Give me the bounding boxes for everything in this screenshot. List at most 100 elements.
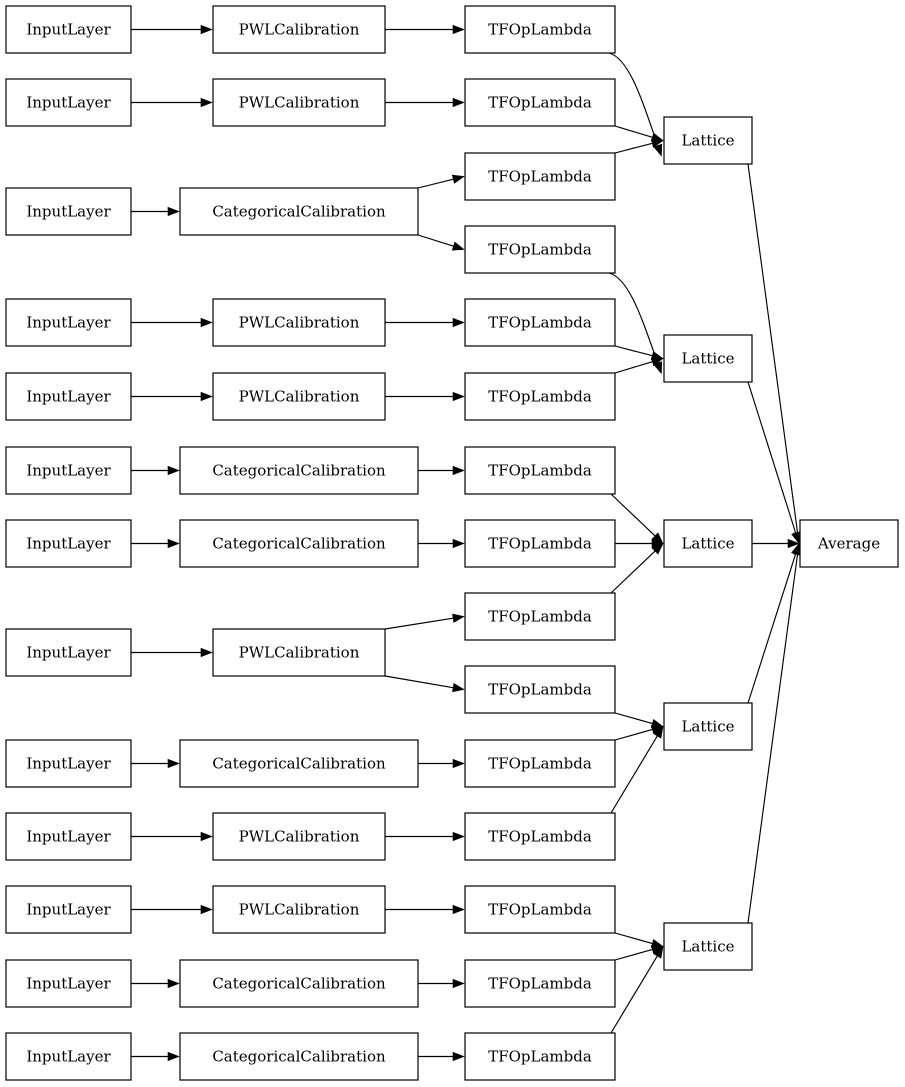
edge-line bbox=[614, 361, 653, 374]
node-box[interactable] bbox=[212, 298, 386, 347]
node-input-layer-in5[interactable]: InputLayer bbox=[5, 372, 132, 421]
node-box[interactable] bbox=[663, 334, 753, 383]
node-tfop-lambda-op2[interactable]: TFOpLambda bbox=[464, 78, 616, 127]
node-categorical-calibration-cal13[interactable]: CategoricalCalibration bbox=[179, 1032, 419, 1081]
node-box[interactable] bbox=[5, 78, 132, 127]
node-box[interactable] bbox=[464, 812, 616, 861]
node-box[interactable] bbox=[464, 885, 616, 934]
node-categorical-calibration-cal9[interactable]: CategoricalCalibration bbox=[179, 739, 419, 788]
node-box[interactable] bbox=[464, 225, 616, 274]
node-box[interactable] bbox=[799, 519, 899, 568]
node-box[interactable] bbox=[464, 298, 616, 347]
node-tfop-lambda-op10[interactable]: TFOpLambda bbox=[464, 665, 616, 714]
node-pwlcalibration-cal11[interactable]: PWLCalibration bbox=[212, 885, 386, 934]
node-box[interactable] bbox=[212, 812, 386, 861]
node-lattice-lat4[interactable]: Lattice bbox=[663, 702, 753, 751]
node-tfop-lambda-op7[interactable]: TFOpLambda bbox=[464, 446, 616, 495]
node-pwlcalibration-cal8[interactable]: PWLCalibration bbox=[212, 628, 386, 677]
node-box[interactable] bbox=[5, 959, 132, 1008]
node-tfop-lambda-op9[interactable]: TFOpLambda bbox=[464, 592, 616, 641]
node-box[interactable] bbox=[179, 446, 419, 495]
node-lattice-lat5[interactable]: Lattice bbox=[663, 922, 753, 971]
node-box[interactable] bbox=[464, 739, 616, 788]
node-input-layer-in9[interactable]: InputLayer bbox=[5, 739, 132, 788]
node-lattice-lat3[interactable]: Lattice bbox=[663, 519, 753, 568]
node-box[interactable] bbox=[464, 665, 616, 714]
edge-line bbox=[614, 948, 653, 961]
edge-tfop-lambda-to-lattice bbox=[610, 725, 664, 814]
node-box[interactable] bbox=[5, 446, 132, 495]
node-input-layer-in13[interactable]: InputLayer bbox=[5, 1032, 132, 1081]
arrowhead-icon bbox=[452, 831, 465, 842]
node-box[interactable] bbox=[464, 592, 616, 641]
node-tfop-lambda-op1[interactable]: TFOpLambda bbox=[464, 5, 616, 54]
node-input-layer-in6[interactable]: InputLayer bbox=[5, 446, 132, 495]
node-tfop-lambda-op8[interactable]: TFOpLambda bbox=[464, 519, 616, 568]
node-box[interactable] bbox=[212, 885, 386, 934]
node-tfop-lambda-op5[interactable]: TFOpLambda bbox=[464, 298, 616, 347]
node-box[interactable] bbox=[464, 519, 616, 568]
node-box[interactable] bbox=[179, 187, 419, 236]
node-box[interactable] bbox=[464, 5, 616, 54]
node-pwlcalibration-cal1[interactable]: PWLCalibration bbox=[212, 5, 386, 54]
node-input-layer-in7[interactable]: InputLayer bbox=[5, 519, 132, 568]
node-box[interactable] bbox=[5, 812, 132, 861]
node-box[interactable] bbox=[5, 372, 132, 421]
node-box[interactable] bbox=[5, 885, 132, 934]
node-box[interactable] bbox=[5, 739, 132, 788]
node-input-layer-in4[interactable]: InputLayer bbox=[5, 298, 132, 347]
node-box[interactable] bbox=[5, 628, 132, 677]
node-input-layer-in10[interactable]: InputLayer bbox=[5, 812, 132, 861]
node-tfop-lambda-op4[interactable]: TFOpLambda bbox=[464, 225, 616, 274]
node-pwlcalibration-cal10[interactable]: PWLCalibration bbox=[212, 812, 386, 861]
node-box[interactable] bbox=[464, 1032, 616, 1081]
node-categorical-calibration-cal7[interactable]: CategoricalCalibration bbox=[179, 519, 419, 568]
node-box[interactable] bbox=[464, 78, 616, 127]
node-box[interactable] bbox=[663, 116, 753, 165]
node-input-layer-in2[interactable]: InputLayer bbox=[5, 78, 132, 127]
node-box[interactable] bbox=[5, 187, 132, 236]
node-categorical-calibration-cal6[interactable]: CategoricalCalibration bbox=[179, 446, 419, 495]
node-tfop-lambda-op12[interactable]: TFOpLambda bbox=[464, 812, 616, 861]
node-box[interactable] bbox=[663, 519, 753, 568]
node-pwlcalibration-cal5[interactable]: PWLCalibration bbox=[212, 372, 386, 421]
node-tfop-lambda-op3[interactable]: TFOpLambda bbox=[464, 152, 616, 201]
node-lattice-lat2[interactable]: Lattice bbox=[663, 334, 753, 383]
arrowhead-icon bbox=[791, 531, 801, 545]
node-box[interactable] bbox=[663, 922, 753, 971]
node-box[interactable] bbox=[663, 702, 753, 751]
node-tfop-lambda-op11[interactable]: TFOpLambda bbox=[464, 739, 616, 788]
arrowhead-icon bbox=[200, 391, 213, 402]
node-tfop-lambda-op13[interactable]: TFOpLambda bbox=[464, 885, 616, 934]
node-box[interactable] bbox=[212, 5, 386, 54]
node-pwlcalibration-cal2[interactable]: PWLCalibration bbox=[212, 78, 386, 127]
node-lattice-lat1[interactable]: Lattice bbox=[663, 116, 753, 165]
node-box[interactable] bbox=[5, 5, 132, 54]
node-box[interactable] bbox=[5, 519, 132, 568]
node-box[interactable] bbox=[464, 959, 616, 1008]
node-tfop-lambda-op6[interactable]: TFOpLambda bbox=[464, 372, 616, 421]
node-box[interactable] bbox=[5, 298, 132, 347]
node-box[interactable] bbox=[212, 628, 386, 677]
node-input-layer-in1[interactable]: InputLayer bbox=[5, 5, 132, 54]
node-tfop-lambda-op15[interactable]: TFOpLambda bbox=[464, 1032, 616, 1081]
node-input-layer-in12[interactable]: InputLayer bbox=[5, 959, 132, 1008]
node-pwlcalibration-cal4[interactable]: PWLCalibration bbox=[212, 298, 386, 347]
node-tfop-lambda-op14[interactable]: TFOpLambda bbox=[464, 959, 616, 1008]
node-categorical-calibration-cal3[interactable]: CategoricalCalibration bbox=[179, 187, 419, 236]
node-box[interactable] bbox=[464, 372, 616, 421]
node-box[interactable] bbox=[179, 1032, 419, 1081]
node-input-layer-in11[interactable]: InputLayer bbox=[5, 885, 132, 934]
node-input-layer-in8[interactable]: InputLayer bbox=[5, 628, 132, 677]
node-box[interactable] bbox=[464, 152, 616, 201]
node-average-avg[interactable]: Average bbox=[799, 519, 899, 568]
node-box[interactable] bbox=[212, 372, 386, 421]
node-box[interactable] bbox=[179, 519, 419, 568]
node-input-layer-in3[interactable]: InputLayer bbox=[5, 187, 132, 236]
node-box[interactable] bbox=[179, 739, 419, 788]
node-box[interactable] bbox=[212, 78, 386, 127]
node-box[interactable] bbox=[179, 959, 419, 1008]
node-categorical-calibration-cal12[interactable]: CategoricalCalibration bbox=[179, 959, 419, 1008]
node-box[interactable] bbox=[5, 1032, 132, 1081]
node-box[interactable] bbox=[464, 446, 616, 495]
